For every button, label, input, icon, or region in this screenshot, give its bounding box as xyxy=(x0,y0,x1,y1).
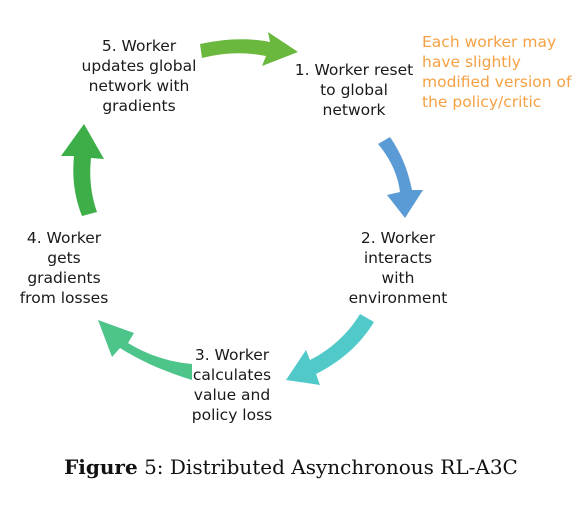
step-4-line-2: gets xyxy=(47,249,81,267)
step-3-label: 3. Worker calculates value and policy lo… xyxy=(172,345,292,425)
step-3-line-3: value and xyxy=(193,386,271,404)
caption-label: Figure xyxy=(64,455,138,479)
step-1-line-2: to global xyxy=(320,81,388,99)
step-5-line-1: 5. Worker xyxy=(101,37,177,55)
step-3-line-1: 3. Worker xyxy=(194,346,270,364)
step-3-line-2: calculates xyxy=(192,366,272,384)
step-4-label: 4. Worker gets gradients from losses xyxy=(4,228,124,308)
step-1-line-1: 1. Worker reset xyxy=(294,61,414,79)
caption-text: : Distributed Asynchronous RL-A3C xyxy=(156,455,518,479)
step-5-line-4: gradients xyxy=(102,97,176,115)
step-2-line-4: environment xyxy=(348,289,448,307)
step-5-label: 5. Worker updates global network with gr… xyxy=(74,36,204,116)
arrow-1-to-2 xyxy=(378,137,423,218)
step-4-line-3: gradients xyxy=(27,269,101,287)
arrow-5-to-1 xyxy=(200,32,298,66)
step-4-line-4: from losses xyxy=(19,289,109,307)
step-2-line-3: with xyxy=(381,269,415,287)
step-2-line-2: interacts xyxy=(363,249,433,267)
note-line-2: have slightly xyxy=(422,53,521,71)
step-4-line-1: 4. Worker xyxy=(26,229,102,247)
step-2-line-1: 2. Worker xyxy=(360,229,436,247)
note-line-3: modified version of xyxy=(422,73,572,91)
caption-number: 5 xyxy=(144,455,157,479)
arrow-4-to-5 xyxy=(61,124,104,216)
note-line-4: the policy/critic xyxy=(422,93,542,111)
step-3-line-4: policy loss xyxy=(191,406,273,424)
step-5-line-3: network with xyxy=(88,77,190,95)
worker-variation-note: Each worker may have slightly modified v… xyxy=(422,32,582,112)
step-1-label: 1. Worker reset to global network xyxy=(289,60,419,120)
arrow-3-to-4 xyxy=(98,320,192,380)
note-line-1: Each worker may xyxy=(422,33,557,51)
figure-caption: Figure 5: Distributed Asynchronous RL-A3… xyxy=(0,455,582,479)
arrow-2-to-3 xyxy=(286,314,374,385)
step-2-label: 2. Worker interacts with environment xyxy=(338,228,458,308)
step-1-line-3: network xyxy=(322,101,386,119)
step-5-line-2: updates global xyxy=(81,57,197,75)
